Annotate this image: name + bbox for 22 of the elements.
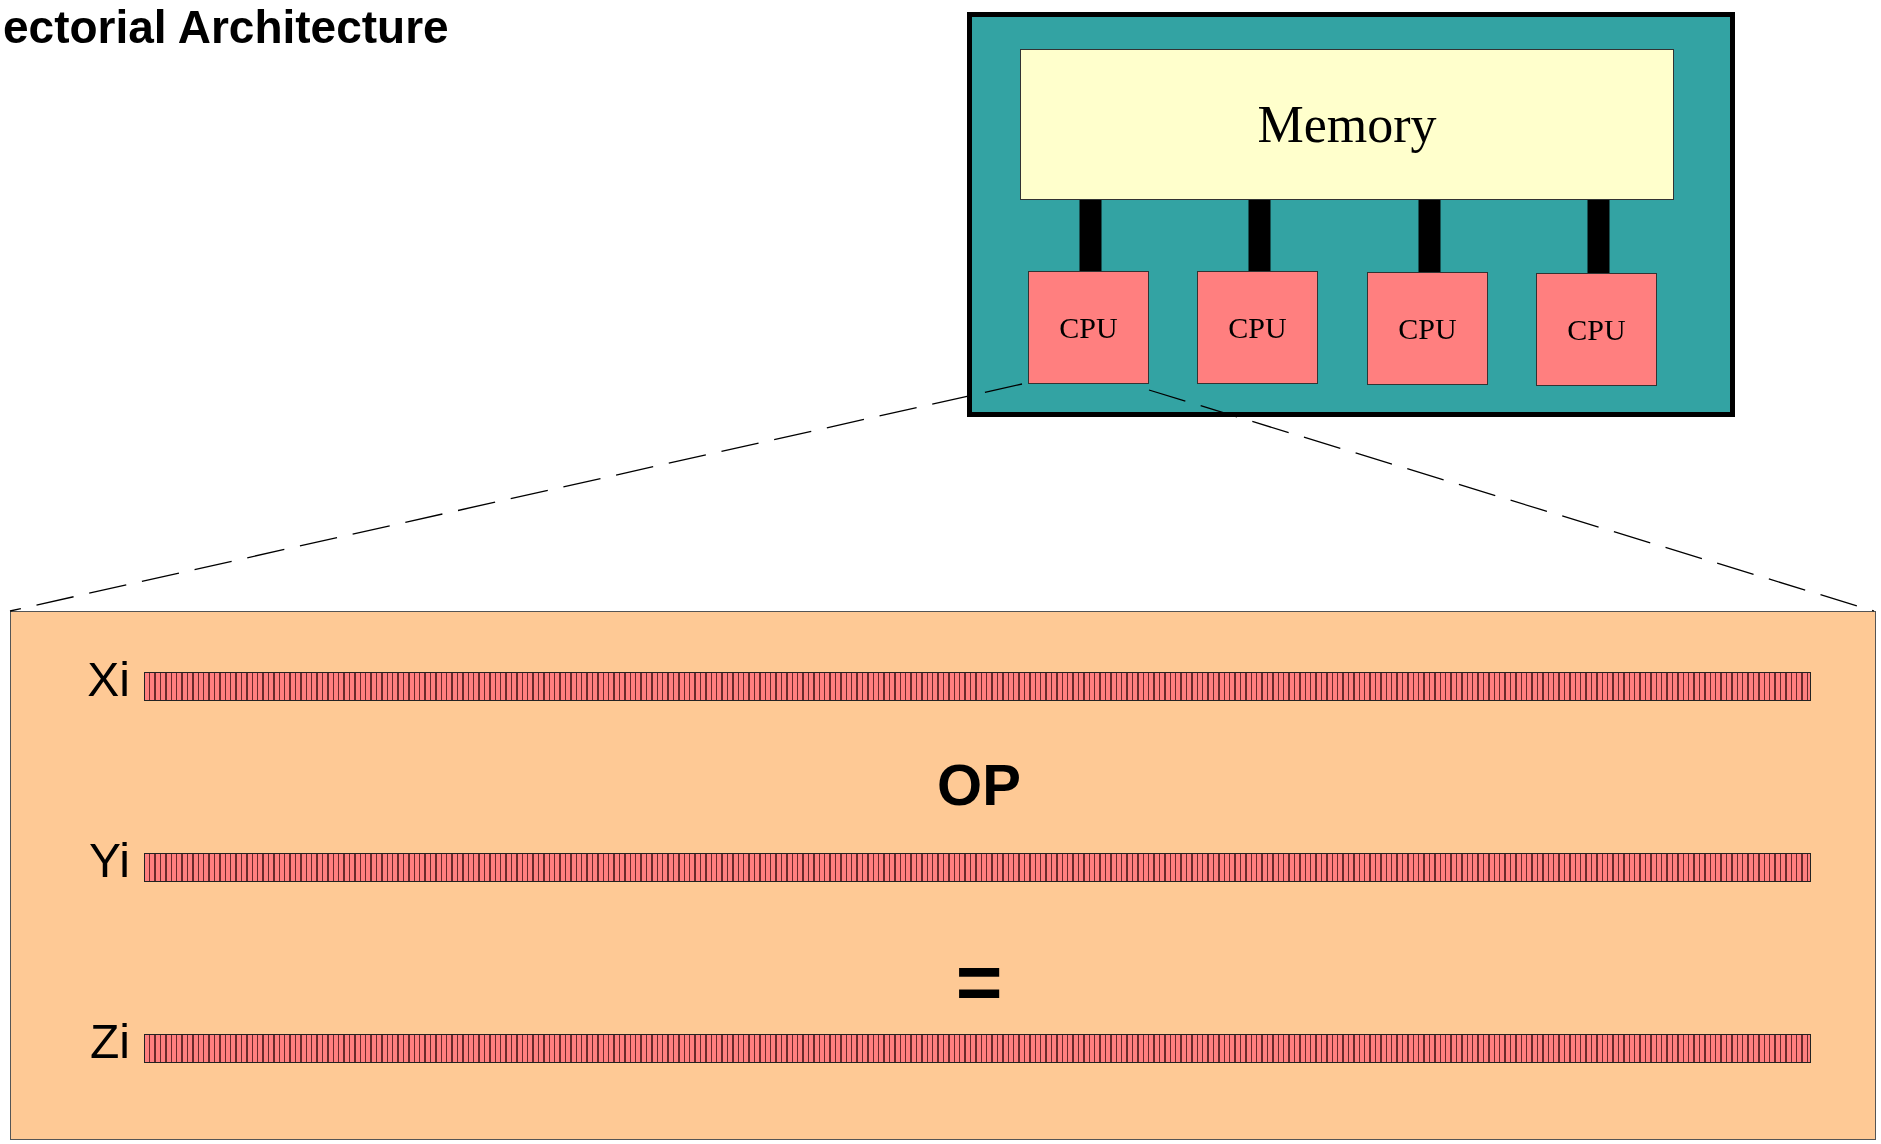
zoom-line <box>9 383 1023 612</box>
cpu-box: CPU <box>1028 271 1149 384</box>
title: ectorial Architecture <box>3 0 449 54</box>
vector-bar <box>144 1034 1811 1063</box>
vector-label: Xi <box>87 652 130 707</box>
operator-label: = <box>955 936 1003 1028</box>
vector-bar <box>144 672 1811 701</box>
board-panel <box>967 12 1735 417</box>
vector-bar <box>144 853 1811 882</box>
memory-box: Memory <box>1020 49 1674 200</box>
bus-connector <box>1079 200 1102 271</box>
cpu-box: CPU <box>1367 272 1488 385</box>
cpu-box: CPU <box>1536 273 1657 386</box>
bus-connector <box>1248 200 1271 271</box>
zoom-panel <box>10 611 1876 1140</box>
bus-connector <box>1418 200 1441 272</box>
vector-label: Yi <box>89 833 130 888</box>
vector-label: Zi <box>90 1014 130 1069</box>
cpu-box: CPU <box>1197 271 1318 384</box>
zoom-line <box>1148 389 1875 612</box>
bus-connector <box>1587 200 1610 273</box>
operator-label: OP <box>937 751 1021 818</box>
